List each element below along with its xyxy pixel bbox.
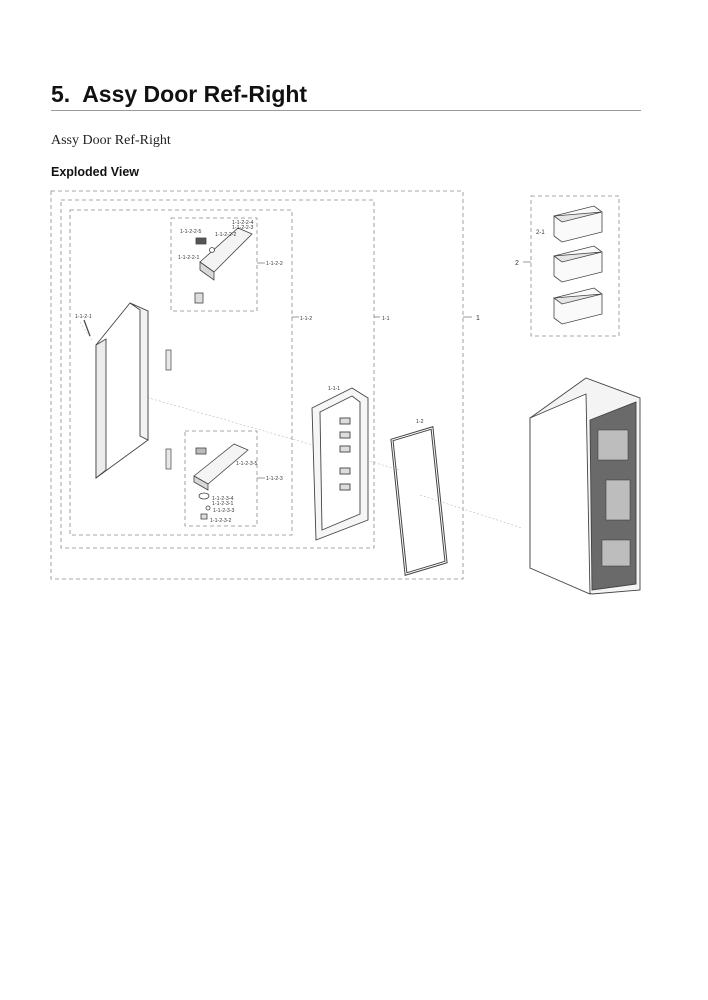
callout-1-1-2-2-5: 1-1-2-2-5 bbox=[180, 229, 201, 235]
callout-1-1-1: 1-1-1 bbox=[328, 386, 340, 392]
assembly-box-1-1-2 bbox=[69, 209, 293, 536]
callout-1-1-2-3: 1-1-2-3 bbox=[266, 476, 283, 482]
callout-1-1-2-2-4: 1-1-2-2-4 bbox=[232, 220, 253, 226]
callout-1-1-2-1: 1-1-2-1 bbox=[75, 314, 92, 320]
page-title: 5. Assy Door Ref-Right bbox=[51, 80, 641, 111]
callout-2: 2 bbox=[515, 260, 519, 267]
callout-1: 1 bbox=[476, 315, 480, 322]
callout-1-1-2-3-5: 1-1-2-3-5 bbox=[236, 461, 257, 467]
assembly-box-1-1-2-2 bbox=[170, 217, 258, 312]
callout-1-2: 1-2 bbox=[416, 419, 424, 425]
door-outer-panel bbox=[95, 302, 149, 479]
assembly-box-1 bbox=[50, 190, 464, 580]
lower-dispenser-cover bbox=[193, 443, 249, 520]
exploded-view-heading: Exploded View bbox=[51, 165, 139, 179]
hinge-block-upper bbox=[165, 349, 172, 470]
section-number: 5. bbox=[51, 81, 71, 107]
refrigerator-cabinet bbox=[529, 377, 641, 595]
callout-1-1-2: 1-1-2 bbox=[300, 316, 312, 322]
callout-1-1-2-2-2: 1-1-2-2-2 bbox=[215, 232, 236, 238]
callout-2-1: 2-1 bbox=[536, 230, 545, 236]
section-title: Assy Door Ref-Right bbox=[82, 81, 308, 107]
upper-dispenser-cover bbox=[194, 227, 253, 304]
assembly-box-2 bbox=[530, 195, 620, 337]
callout-1-1-2-2-1: 1-1-2-2-1 bbox=[178, 255, 199, 261]
callout-1-1-2-2: 1-1-2-2 bbox=[266, 261, 283, 267]
assembly-box-1-1-2-3 bbox=[184, 430, 258, 527]
assembly-subtitle: Assy Door Ref-Right bbox=[51, 133, 171, 148]
door-liner bbox=[311, 387, 369, 541]
callout-1-1: 1-1 bbox=[382, 316, 390, 322]
callout-1-1-2-3-4: 1-1-2-3-4 bbox=[212, 496, 233, 502]
door-bins bbox=[552, 205, 603, 325]
callout-1-1-2-3-2: 1-1-2-3-2 bbox=[210, 518, 231, 524]
door-gasket bbox=[390, 426, 448, 576]
callout-1-1-2-3-1: 1-1-2-3-1 bbox=[212, 501, 233, 507]
callout-1-1-2-2-3: 1-1-2-2-3 bbox=[232, 225, 253, 231]
callout-1-1-2-3-3: 1-1-2-3-3 bbox=[213, 508, 234, 514]
assembly-box-1-1 bbox=[60, 199, 375, 549]
